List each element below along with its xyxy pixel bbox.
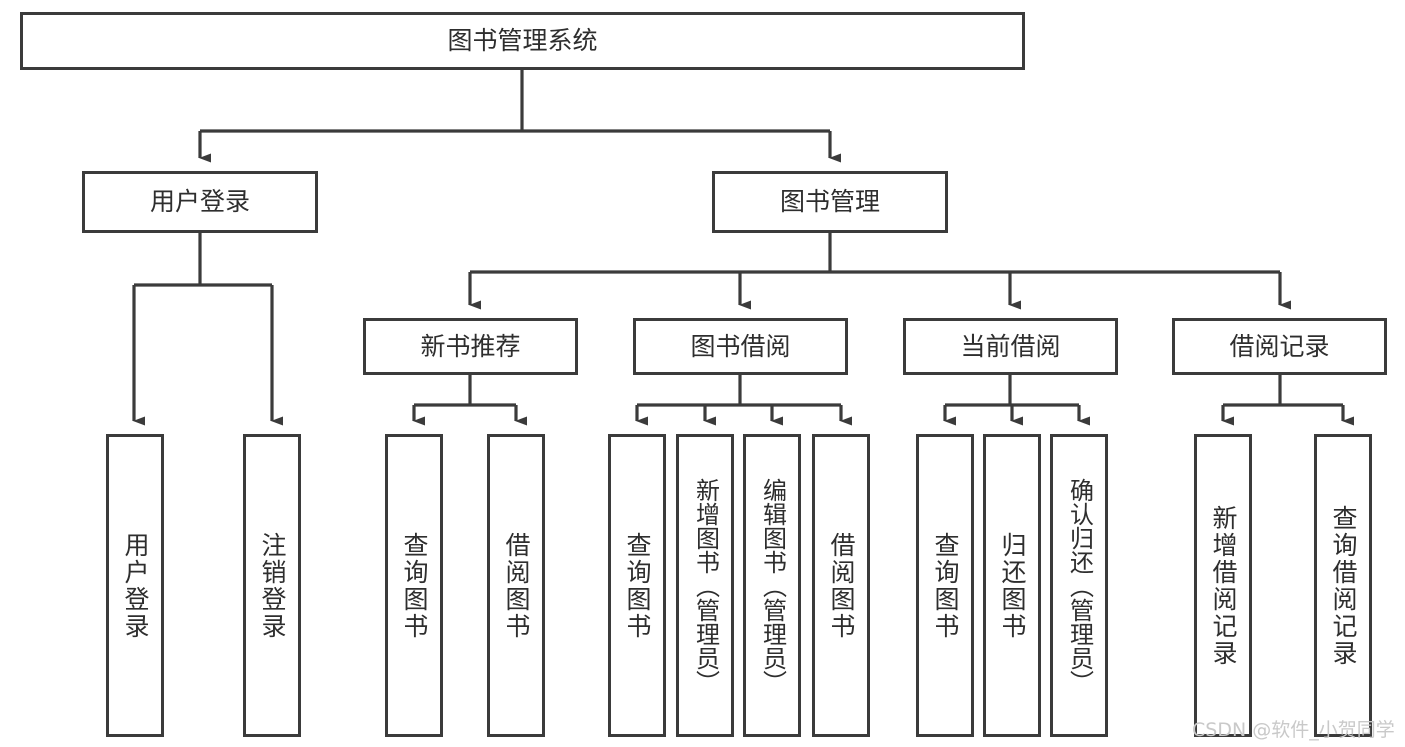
node-label-leaf-add-borrow-record: 新增借阅记录 <box>1209 504 1238 667</box>
node-leaf-borrow-book-2[interactable]: 借阅图书 <box>812 434 870 737</box>
node-label-leaf-confirm-return-admin: 确认归还（管理员） <box>1065 477 1094 694</box>
node-label-leaf-borrow-book-1: 借阅图书 <box>502 531 531 640</box>
node-leaf-query-borrow-record[interactable]: 查询借阅记录 <box>1314 434 1372 737</box>
node-system-root[interactable]: 图书管理系统 <box>20 12 1025 70</box>
node-label-new-book-recommend: 新书推荐 <box>420 331 521 361</box>
node-leaf-return-book[interactable]: 归还图书 <box>983 434 1041 737</box>
node-new-book-recommend[interactable]: 新书推荐 <box>363 318 578 375</box>
csdn-watermark: CSDN @软件_小贺同学 <box>1192 719 1395 741</box>
node-label-user-login: 用户登录 <box>149 187 250 216</box>
node-leaf-query-book-2[interactable]: 查询图书 <box>608 434 666 737</box>
node-label-leaf-add-book-admin: 新增图书（管理员） <box>691 477 720 694</box>
node-label-current-borrow: 当前借阅 <box>960 331 1061 361</box>
node-leaf-borrow-book-1[interactable]: 借阅图书 <box>487 434 545 737</box>
node-user-login[interactable]: 用户登录 <box>82 171 318 233</box>
node-label-leaf-query-book-2: 查询图书 <box>623 531 652 640</box>
node-label-leaf-return-book: 归还图书 <box>998 531 1027 640</box>
node-label-leaf-query-book-1: 查询图书 <box>400 531 429 640</box>
node-leaf-confirm-return-admin[interactable]: 确认归还（管理员） <box>1050 434 1108 737</box>
node-label-leaf-user-login: 用户登录 <box>121 531 150 640</box>
node-label-leaf-logout: 注销登录 <box>258 531 287 640</box>
node-leaf-query-book-3[interactable]: 查询图书 <box>916 434 974 737</box>
node-label-leaf-query-book-3: 查询图书 <box>931 531 960 640</box>
node-label-leaf-edit-book-admin: 编辑图书（管理员） <box>758 477 787 694</box>
node-current-borrow[interactable]: 当前借阅 <box>903 318 1118 375</box>
node-borrow-record[interactable]: 借阅记录 <box>1172 318 1387 375</box>
node-leaf-add-borrow-record[interactable]: 新增借阅记录 <box>1194 434 1252 737</box>
node-label-book-borrow: 图书借阅 <box>690 331 791 361</box>
node-label-book-manage: 图书管理 <box>779 187 880 216</box>
node-leaf-edit-book-admin[interactable]: 编辑图书（管理员） <box>743 434 801 737</box>
node-leaf-query-book-1[interactable]: 查询图书 <box>385 434 443 737</box>
node-book-borrow[interactable]: 图书借阅 <box>633 318 848 375</box>
node-leaf-logout[interactable]: 注销登录 <box>243 434 301 737</box>
node-leaf-user-login[interactable]: 用户登录 <box>106 434 164 737</box>
node-book-manage[interactable]: 图书管理 <box>712 171 948 233</box>
node-label-leaf-borrow-book-2: 借阅图书 <box>827 531 856 640</box>
node-label-system-root: 图书管理系统 <box>447 26 598 55</box>
node-leaf-add-book-admin[interactable]: 新增图书（管理员） <box>676 434 734 737</box>
node-label-leaf-query-borrow-record: 查询借阅记录 <box>1329 504 1358 667</box>
node-label-borrow-record: 借阅记录 <box>1229 331 1330 361</box>
